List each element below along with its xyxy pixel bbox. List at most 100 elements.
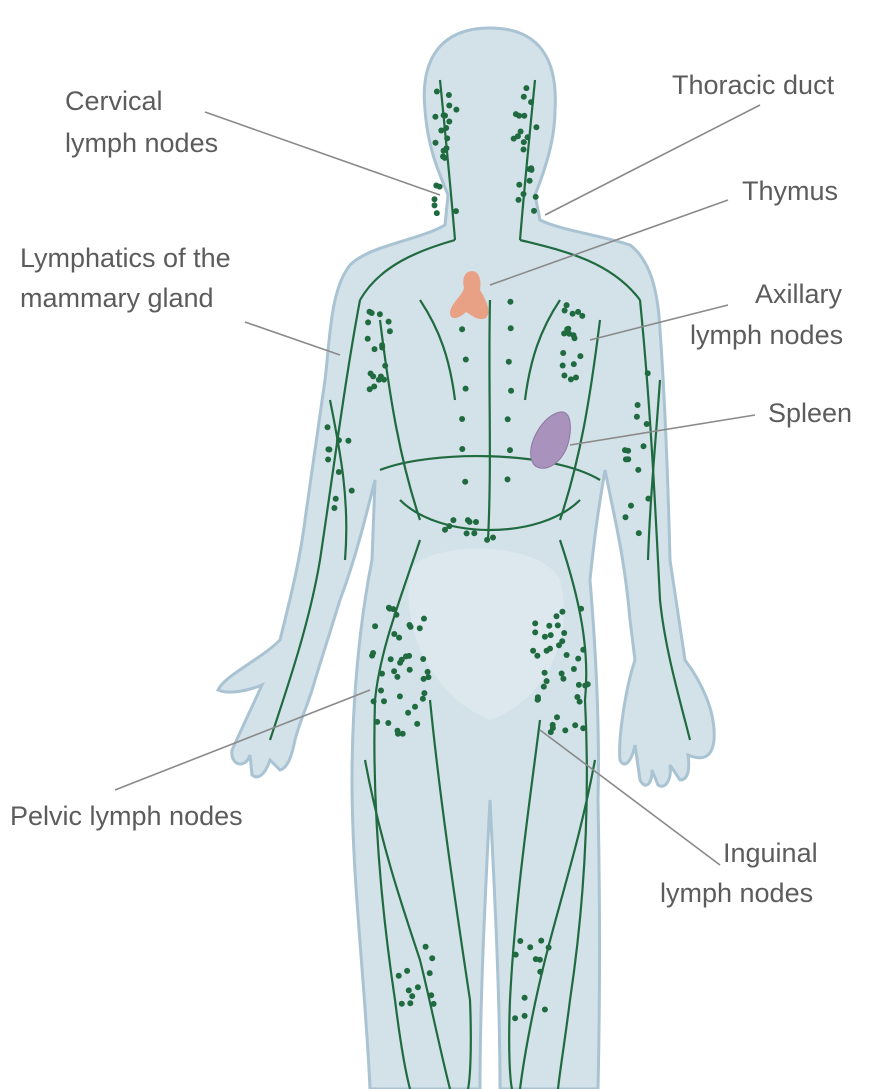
lymph-node	[385, 318, 392, 325]
lymph-node	[537, 968, 544, 975]
label-pelvic: Pelvic lymph nodes	[10, 801, 243, 831]
lymph-node	[575, 308, 582, 315]
lymph-node	[462, 385, 469, 392]
leader-line	[539, 729, 721, 866]
lymph-node	[378, 687, 384, 694]
label-mammary-line2: mammary gland	[20, 283, 214, 313]
lymph-node	[438, 127, 445, 134]
lymph-node	[520, 139, 527, 146]
lymph-node	[545, 944, 552, 951]
lymph-node	[570, 361, 577, 368]
lymph-vessel	[519, 238, 641, 301]
lymph-node	[440, 112, 447, 119]
lymph-node	[643, 421, 650, 427]
lymph-node	[432, 139, 439, 146]
lymph-node	[426, 970, 433, 977]
lymph-node	[395, 972, 402, 979]
lymph-node	[433, 210, 440, 217]
lymph-node	[369, 652, 376, 659]
lymph-node	[405, 987, 412, 994]
lymph-node	[397, 659, 404, 666]
lymph-node	[553, 613, 560, 620]
lymph-vessel	[523, 299, 561, 401]
lymph-node	[561, 330, 568, 337]
lymph-vessel	[638, 299, 692, 741]
lymph-node	[464, 517, 471, 524]
lymph-vessel	[518, 79, 537, 241]
lymph-node	[364, 335, 371, 342]
lymph-node	[409, 993, 416, 1000]
lymph-node	[424, 668, 431, 675]
lymph-node	[524, 134, 531, 141]
lymph-node	[573, 374, 579, 381]
spleen-organ	[530, 411, 571, 469]
lymph-node	[560, 350, 567, 356]
lymph-node	[578, 605, 585, 612]
lymph-node	[490, 534, 496, 541]
lymph-vessel	[558, 319, 602, 521]
lymph-node	[391, 668, 398, 675]
label-thoracic-duct: Thoracic duct	[672, 70, 835, 100]
lymph-node	[549, 721, 556, 728]
leader-lines	[114, 104, 761, 866]
lymph-node	[473, 519, 479, 525]
lymph-node	[399, 730, 406, 737]
lymph-vessel	[419, 299, 457, 401]
lymph-node	[577, 353, 584, 360]
lymph-node	[443, 145, 450, 152]
lymph-node	[561, 307, 568, 314]
lymph-node	[444, 135, 451, 142]
lymph-node	[371, 346, 378, 353]
lymph-node	[584, 681, 591, 688]
lymph-node	[531, 207, 537, 214]
lymph-node	[406, 666, 413, 673]
lymph-node	[463, 530, 470, 537]
lymph-node	[633, 413, 640, 420]
lymph-node	[534, 652, 541, 659]
lymph-node	[396, 693, 403, 700]
lymph-node	[564, 326, 571, 333]
lymph-node	[371, 383, 378, 390]
lymph-node	[534, 694, 541, 701]
lymph-node	[556, 642, 562, 649]
lymph-node	[446, 102, 453, 109]
lymph-node	[541, 633, 548, 640]
lymph-node	[635, 466, 642, 473]
lymph-node	[385, 720, 392, 726]
lymph-node	[517, 128, 524, 135]
lymph-vessel	[268, 299, 362, 741]
leader-line	[244, 321, 341, 356]
lymph-node	[512, 951, 519, 958]
lymph-node	[540, 683, 547, 690]
lymph-vessel	[399, 499, 581, 531]
lymph-nodes	[324, 85, 652, 1022]
lymph-node	[428, 992, 435, 999]
thymus-organ	[450, 271, 489, 320]
lymph-vessel	[438, 79, 457, 241]
lymph-node	[459, 326, 466, 333]
lymph-node	[421, 615, 427, 622]
lymph-node	[462, 356, 469, 363]
label-inguinal-line2: lymph nodes	[660, 878, 814, 908]
lymph-node	[366, 308, 373, 315]
lymph-vessel	[379, 454, 601, 481]
lymph-node	[331, 505, 338, 511]
lymph-node	[381, 698, 387, 705]
lymph-node	[414, 984, 421, 991]
lymph-node	[445, 92, 452, 98]
lymph-node	[377, 373, 384, 380]
lymph-node	[570, 332, 577, 339]
lymph-vessel	[508, 719, 542, 1089]
lymph-node	[576, 698, 583, 705]
lymph-node	[508, 387, 515, 394]
lymph-vessel	[373, 539, 422, 1089]
lymph-node	[538, 937, 545, 944]
lymph-node	[559, 608, 566, 615]
lymph-node	[628, 502, 634, 509]
lymph-node	[547, 645, 553, 652]
lymph-node	[425, 674, 432, 681]
lymph-node	[563, 302, 570, 309]
lymph-node	[640, 443, 647, 450]
lymph-node	[453, 106, 460, 113]
lymph-node	[563, 652, 570, 658]
